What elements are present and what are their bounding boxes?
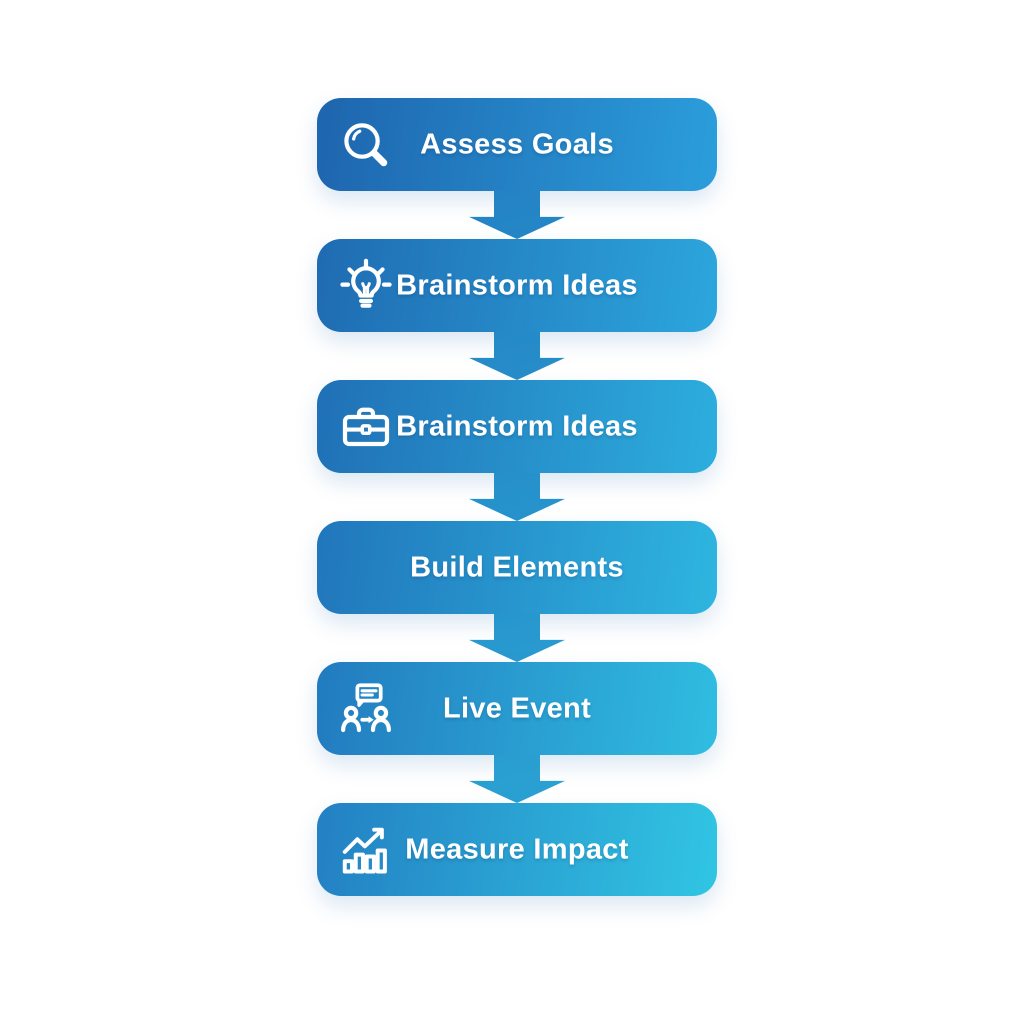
step-label: Measure Impact — [405, 833, 629, 865]
step-label: Build Elements — [410, 551, 624, 583]
down-arrow — [469, 332, 565, 380]
process-flow: Assess Goals Brainstorm Ideas — [317, 98, 717, 896]
step-measure-impact: Measure Impact — [317, 803, 717, 896]
step-label: Brainstorm Ideas — [396, 269, 638, 301]
down-arrow — [469, 191, 565, 239]
briefcase-icon — [338, 399, 394, 455]
down-arrow — [469, 473, 565, 521]
step-brainstorm-ideas-2: Brainstorm Ideas — [317, 380, 717, 473]
people-exchange-icon — [338, 681, 394, 737]
bar-chart-trend-icon — [338, 822, 394, 878]
step-label: Brainstorm Ideas — [396, 410, 638, 442]
down-arrow — [469, 614, 565, 662]
down-arrow — [469, 755, 565, 803]
step-brainstorm-ideas-1: Brainstorm Ideas — [317, 239, 717, 332]
step-build-elements: Build Elements — [317, 521, 717, 614]
step-label: Live Event — [442, 692, 592, 724]
step-live-event: Live Event — [317, 662, 717, 755]
step-assess-goals: Assess Goals — [317, 98, 717, 191]
lightbulb-icon — [338, 258, 394, 314]
magnifier-icon — [338, 117, 394, 173]
step-label: Assess Goals — [420, 128, 614, 160]
